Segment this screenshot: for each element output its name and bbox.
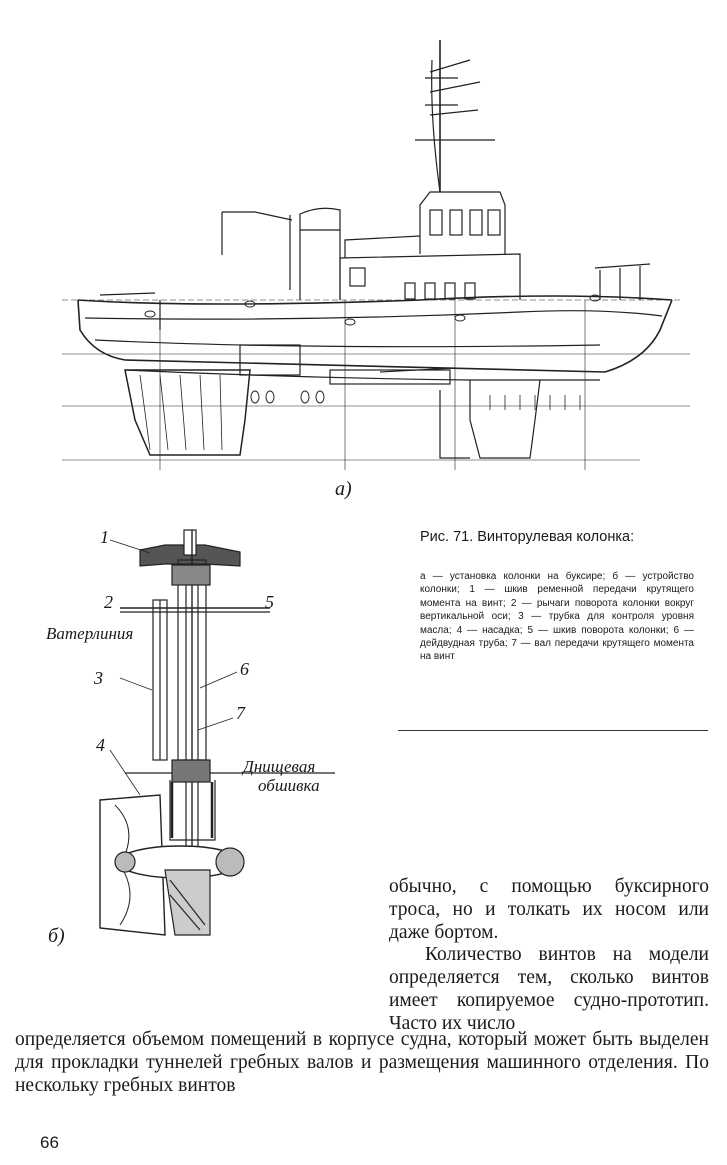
figure-part-b-label: б): [48, 925, 65, 947]
waterline-label: Ватерлиния: [46, 624, 134, 643]
callout-4: 4: [96, 735, 105, 755]
bottom-plating-label-2: обшивка: [258, 776, 320, 795]
callout-1: 1: [100, 527, 109, 547]
full-width-paragraph: определяется объемом помещений в корпусе…: [15, 1029, 709, 1096]
callout-5: 5: [265, 592, 274, 612]
callout-2: 2: [104, 592, 113, 612]
callout-7: 7: [236, 703, 245, 723]
bottom-plating-label-1: Днищевая: [243, 757, 316, 776]
page-number: 66: [40, 1133, 59, 1152]
tugboat-drawing: [62, 40, 690, 470]
figure-part-a-label: а): [335, 478, 352, 500]
steering-column-drawing: [99, 529, 335, 936]
figure-caption-title: Рис. 71. Винторулевая колонка:: [420, 529, 635, 545]
paragraph-1: обычно, с помощью буксирного троса, но и…: [389, 876, 709, 943]
right-column-text: обычно, с помощью буксирного троса, но и…: [389, 876, 709, 1036]
paragraph-2: Количество винтов на модели определяется…: [389, 944, 709, 1034]
caption-divider: [398, 730, 708, 731]
callout-6: 6: [240, 659, 249, 679]
figure-caption-body: а — установка колонки на буксире; б — ус…: [420, 571, 694, 663]
callout-3: 3: [94, 668, 103, 688]
